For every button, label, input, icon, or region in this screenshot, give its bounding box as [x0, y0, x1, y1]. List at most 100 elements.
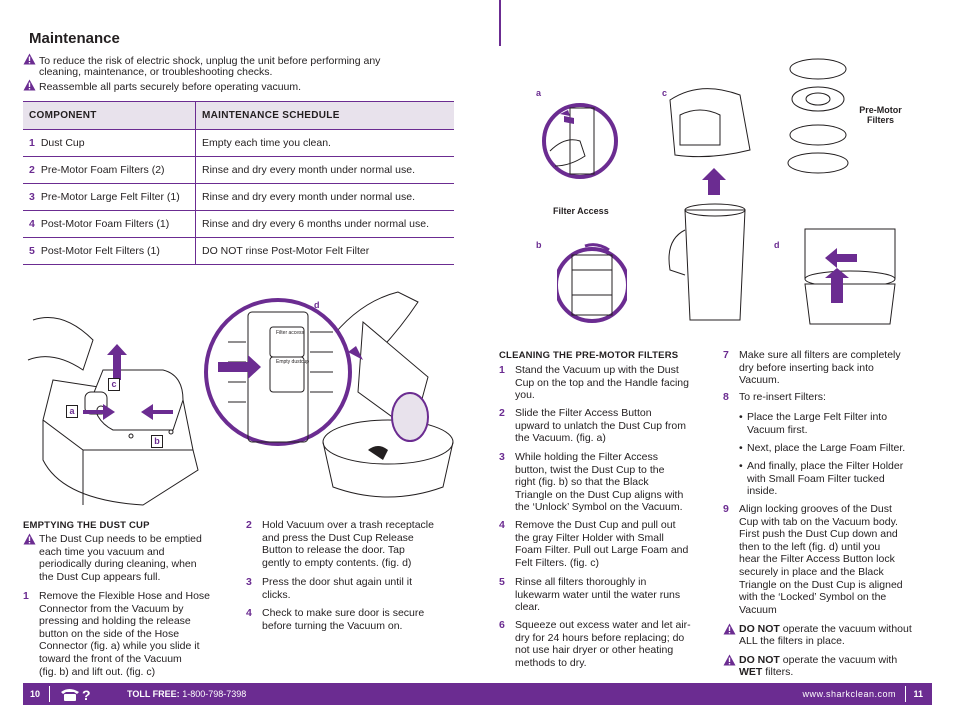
step-line: First push the Dust Cup down and: [739, 528, 898, 541]
step-line: securely in place and the Black: [739, 565, 884, 578]
step-line: then to the left (fig. d) until you: [739, 540, 881, 553]
step-line: the ‘Unlock’ Symbol on the Vacuum.: [515, 501, 683, 514]
page-number-right: 11: [913, 689, 923, 699]
step-text: To re-insert Filters:: [739, 391, 826, 404]
figure-label-d: d: [314, 300, 320, 310]
step-line: hear the Filter Access Button lock: [739, 553, 895, 566]
step-text: Align locking grooves of the Dust Cup wi…: [739, 503, 903, 616]
bullet-line: Next, place the Large Foam Filter.: [747, 442, 906, 454]
step-number: 4: [499, 519, 505, 531]
component-name: Post-Motor Felt Filters (1): [40, 245, 160, 257]
warning-emphasis: DO NOT: [739, 654, 780, 666]
step-line: Triangle on the Dust Cup aligns with: [515, 488, 684, 501]
cleaning-step: 1 Stand the Vacuum up with the Dust Cup …: [499, 364, 714, 404]
step-line: (fig. b) and lift out. (fig. c): [39, 665, 156, 678]
pre-motor-caption-line: Pre-Motor: [859, 105, 902, 115]
step-line: Rinse all filters thoroughly in: [515, 576, 647, 588]
step-number: 3: [499, 451, 505, 463]
schedule-cell: DO NOT rinse Post-Motor Felt Filter: [195, 237, 454, 265]
cleaning-step: 9 Align locking grooves of the Dust Cup …: [723, 503, 938, 618]
emptying-step: 2 Hold Vacuum over a trash receptacle an…: [246, 519, 461, 571]
figure-label-a: a: [66, 405, 78, 418]
column-header-schedule: MAINTENANCE SCHEDULE: [195, 101, 454, 130]
cleaning-step: 8 To re-insert Filters:: [723, 391, 938, 405]
website-link[interactable]: www.sharkclean.com: [802, 689, 896, 699]
svg-text:?: ?: [82, 687, 91, 702]
step-line: toward the front of the Vacuum: [39, 652, 182, 665]
step-number: 2: [246, 519, 252, 531]
cleaning-step: 6 Squeeze out excess water and let air- …: [499, 619, 714, 671]
bullet-line: with Small Foam Filter tucked: [747, 472, 885, 485]
step-line: pressing and holding the release: [39, 615, 191, 628]
figure-label-b: b: [151, 435, 163, 448]
filter-access-door-label: Filter access: [276, 330, 305, 336]
step-text: While holding the Filter Access button, …: [515, 451, 683, 514]
schedule-cell: Rinse and dry every 6 months under norma…: [195, 210, 454, 238]
step-line: Cup on the top and the Handle facing: [515, 376, 689, 389]
step-line: with the ‘Locked’ Symbol on the: [739, 591, 887, 604]
schedule-cell: Empty each time you clean.: [195, 129, 454, 157]
warning-icon: [723, 622, 736, 640]
emptying-heading: EMPTYING THE DUST CUP: [23, 520, 150, 531]
step-line: button, twist the Dust Cup to the: [515, 463, 665, 476]
emptying-warning-icon: [23, 532, 36, 550]
bullet-line: Vacuum first.: [747, 423, 808, 436]
step-line: Squeeze out excess water and let air-: [515, 619, 691, 631]
step-line: the gray Filter Holder with Small: [515, 531, 664, 544]
step-line: Slide the Filter Access Button: [515, 407, 652, 419]
step-text: Make sure all filters are completely dry…: [739, 349, 901, 387]
filter-access-fig-a: [542, 103, 618, 179]
step-text: Stand the Vacuum up with the Dust Cup on…: [515, 364, 689, 402]
step-line: before turning the Vacuum on.: [262, 619, 403, 632]
footer-separator: [905, 686, 906, 702]
toll-free-number: 1-800-798-7398: [182, 689, 247, 699]
no-filter-warning: DO NOT operate the vacuum without: [739, 623, 912, 636]
step-line: Foam Filter. Pull out Large Foam and: [515, 544, 689, 557]
step-line: To re-insert Filters:: [739, 391, 826, 403]
step-number: 9: [723, 503, 729, 515]
cleaning-step: 2 Slide the Filter Access Button upward …: [499, 407, 714, 447]
emptying-warning-line: periodically during cleaning, when: [39, 558, 197, 570]
step-line: Press the door shut again until it: [262, 576, 413, 588]
step-line: lukewarm water until the water runs: [515, 588, 681, 601]
step-line: Align locking grooves of the Dust: [739, 503, 892, 515]
row-number: 1: [29, 137, 35, 149]
dust-cup-removal-fig-c: [668, 88, 751, 321]
emptying-step: 1 Remove the Flexible Hose and Hose Conn…: [23, 590, 238, 680]
cleaning-heading: CLEANING THE PRE-MOTOR FILTERS: [499, 350, 679, 361]
step-number: 5: [499, 576, 505, 588]
step-line: clear.: [515, 601, 541, 614]
bullet-line: Place the Large Felt Filter into: [747, 411, 888, 423]
row-number: 2: [29, 164, 35, 176]
page-title: Maintenance: [29, 30, 120, 47]
step-number: 8: [723, 391, 729, 403]
step-line: Felt Filters. (fig. c): [515, 556, 600, 569]
empty-dustcup-illustration: [204, 291, 454, 498]
step-line: Make sure all filters are completely: [739, 349, 901, 361]
step-number: 3: [246, 576, 252, 588]
warning-text: filters.: [762, 666, 794, 678]
phone-question-icon: ?: [59, 686, 95, 707]
step-line: Button to release the door. Tap: [262, 544, 405, 557]
step-line: Remove the Dust Cup and pull out: [515, 519, 676, 531]
step-line: button on the side of the Hose: [39, 627, 180, 640]
component-name: Pre-Motor Foam Filters (2): [40, 164, 165, 176]
warning-text: Reassemble all parts securely before ope…: [39, 81, 302, 93]
step-number: 4: [246, 607, 252, 619]
warning-text: operate the vacuum without: [779, 623, 912, 635]
warning-text: operate the vacuum with: [779, 654, 898, 666]
right-figure-label-a: a: [536, 88, 542, 98]
hose-connector-illustration: [27, 317, 199, 506]
empty-dustcup-door-label: Empty dustcup: [276, 359, 310, 365]
step-line: not use hair dryer or other heating: [515, 644, 674, 657]
step-line: Connector from the Vacuum by: [39, 602, 184, 615]
bullet-line: And finally, place the Filter Holder: [747, 460, 904, 472]
cleaning-step: 3 While holding the Filter Access button…: [499, 451, 714, 515]
step-number: 1: [23, 590, 29, 602]
